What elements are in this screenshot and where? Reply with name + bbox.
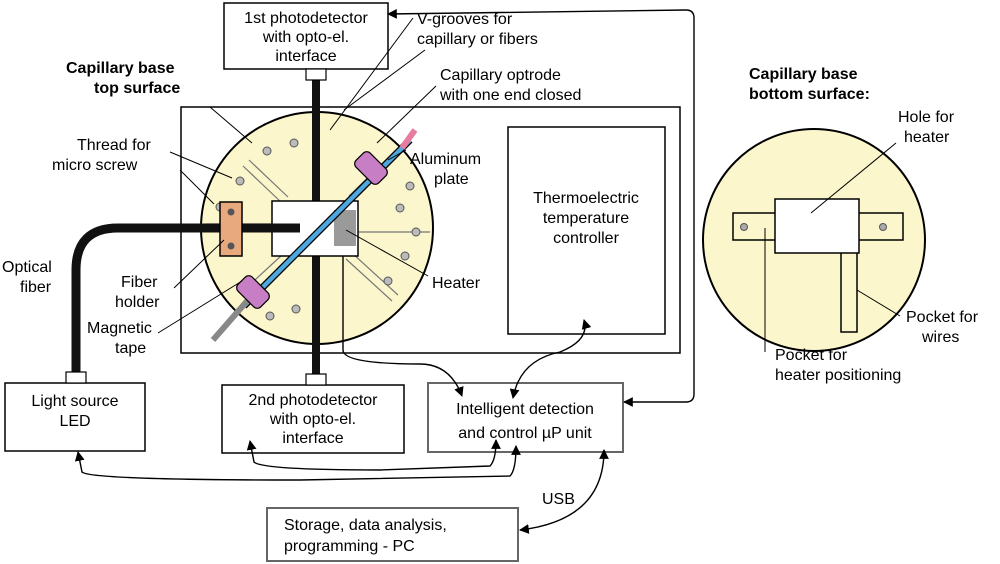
photodetector-1-label-2: with opto-el. <box>262 29 349 46</box>
heater-element <box>334 210 356 246</box>
control-unit-label-2: and control µP unit <box>458 425 592 442</box>
thread-label: Thread for <box>77 137 151 154</box>
hole-for-heater-label: Hole for <box>898 109 955 126</box>
fiber-holder <box>219 201 243 257</box>
thread-label-2: micro screw <box>52 157 138 174</box>
optical-fiber <box>71 223 300 376</box>
hole-for-heater-label-2: heater <box>904 129 950 146</box>
heater-label: Heater <box>432 275 481 292</box>
v-grooves-label-2: capillary or fibers <box>417 31 538 48</box>
photodetector-2-label-3: interface <box>282 430 343 447</box>
light-source-label-2: LED <box>59 413 90 430</box>
top-surface-label-2: top surface <box>94 80 180 97</box>
fiber-holder-label-2: holder <box>115 294 160 311</box>
aluminum-plate-label: Aluminum <box>410 151 481 168</box>
control-unit-label: Intelligent detection <box>456 401 594 418</box>
usb-label: USB <box>542 491 575 508</box>
optrode-label-2: with one end closed <box>439 87 581 104</box>
fiber-holder-label: Fiber <box>121 274 158 291</box>
pc-label: Storage, data analysis, <box>284 517 447 534</box>
bottom-surface-label-2: bottom surface: <box>749 86 870 103</box>
bottom-heater-hole <box>774 198 860 254</box>
thermoelectric-label-3: controller <box>553 230 619 247</box>
optical-fiber-label: Optical <box>2 259 52 276</box>
photodetector-1-box <box>223 2 389 70</box>
connection-arrows <box>74 8 695 534</box>
thermoelectric-label-2: temperature <box>543 210 629 227</box>
magnetic-tape-label: Magnetic <box>87 320 152 337</box>
lower-fiber <box>210 298 251 342</box>
magnetic-tape-label-2: tape <box>115 340 146 357</box>
aluminum-plate-label-2: plate <box>434 171 469 188</box>
v-grooves-label: V-grooves for <box>417 11 513 28</box>
photodetector-2-label: 2nd photodetector <box>249 392 379 409</box>
pocket-wires-label-2: wires <box>921 329 959 346</box>
magnetic-tape-clamp-upper <box>354 151 388 185</box>
photodetector-1-label: 1st photodetector <box>244 10 368 27</box>
pocket-heater-label-2: heater positioning <box>775 367 901 384</box>
optrode-label: Capillary optrode <box>440 67 561 84</box>
photodetector-2-label-2: with opto-el. <box>269 411 356 428</box>
optical-fiber-label-2: fiber <box>20 279 52 296</box>
thermoelectric-label: Thermoelectric <box>533 190 639 207</box>
pc-box <box>266 507 519 562</box>
wire-pocket <box>840 239 858 333</box>
leader-lines <box>157 17 901 352</box>
pc-label-2: programming - PC <box>284 538 415 555</box>
pocket-heater-label: Pocket for <box>775 347 848 364</box>
light-source-label: Light source <box>31 393 118 410</box>
bottom-surface-label: Capillary base <box>749 66 858 83</box>
photodetector-1-label-3: interface <box>275 48 336 65</box>
pocket-wires-label: Pocket for <box>906 309 979 326</box>
top-surface-label: Capillary base <box>66 60 175 77</box>
